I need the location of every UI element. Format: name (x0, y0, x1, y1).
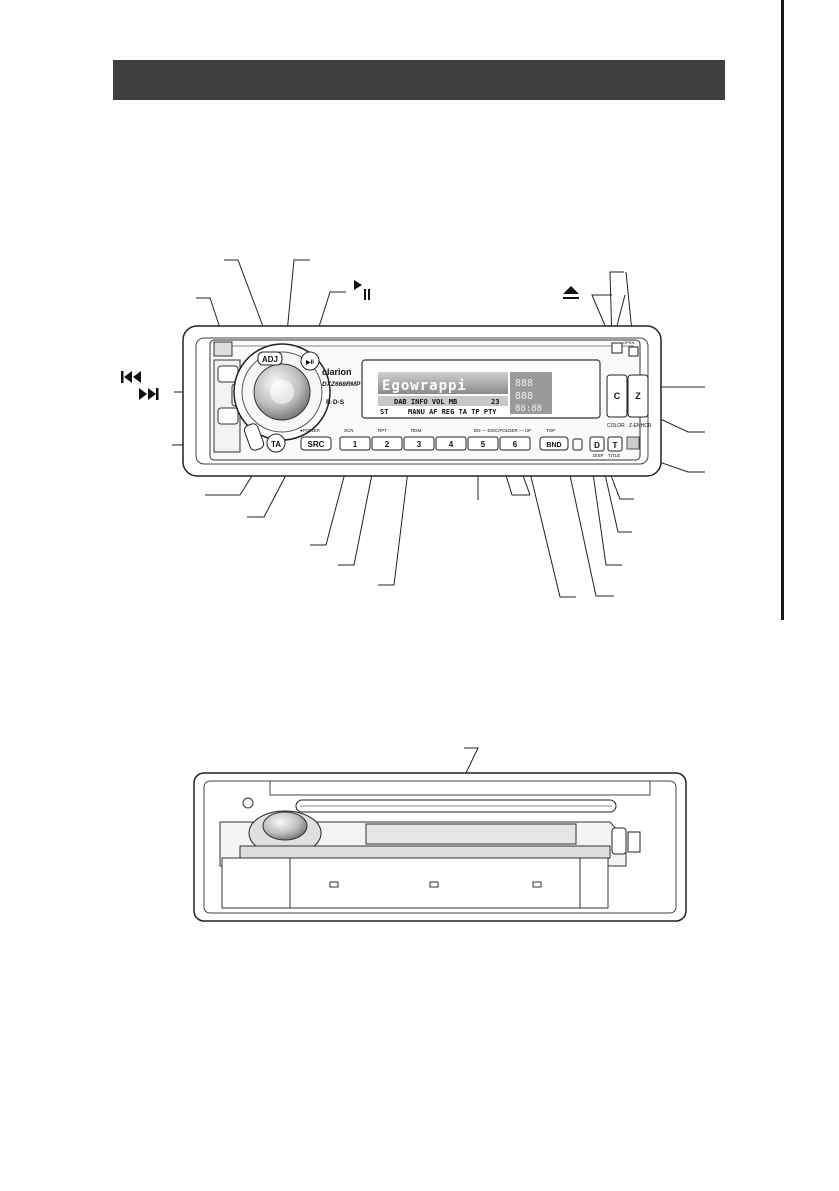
adj-button-label: ADJ (262, 355, 278, 364)
z-button[interactable]: Z (627, 374, 649, 418)
adj-button[interactable]: ADJ (257, 351, 283, 366)
display-row-upper: DAB INFO VOL MB (394, 398, 457, 406)
c-button[interactable]: C (606, 374, 628, 418)
c-button-label: C (614, 391, 621, 401)
preset-3-label: 3 (417, 440, 422, 449)
next-track-icon (139, 388, 159, 400)
preset-button-5[interactable]: 5 (467, 436, 499, 451)
open-unit-illustration (193, 772, 687, 922)
screw-icon (242, 797, 254, 809)
svg-text:88:88: 88:88 (515, 404, 542, 414)
lcd-display: Egowrappi 888 888 88:88 DAB INFO VOL MB … (361, 359, 601, 419)
disc-folder-caption: DN — DISC/FOLDER — UP (474, 428, 531, 433)
d-button[interactable]: D (589, 436, 605, 452)
display-row-lower-left: ST (380, 408, 388, 416)
eject-icon (563, 286, 579, 299)
scn-caption: SCN (344, 428, 354, 433)
preset-button-4[interactable]: 4 (435, 436, 467, 451)
t-button-label: T (613, 441, 618, 450)
brand-logo: clarion (322, 367, 352, 377)
z-enhancer-caption: Z-ENHCR (629, 423, 652, 429)
section-header-bar (113, 60, 725, 100)
release-button[interactable] (572, 438, 583, 451)
bnd-button[interactable]: BND (539, 436, 569, 451)
display-row-upper-number: 23 (491, 398, 499, 406)
volume-knob[interactable] (233, 343, 331, 441)
title-caption: TITLE (608, 453, 620, 458)
ta-button[interactable]: TA (266, 433, 286, 453)
src-button[interactable]: SRC (300, 436, 332, 451)
preset-6-label: 6 (513, 440, 518, 449)
power-caption: ●POWER (300, 428, 320, 433)
preset-4-label: 4 (449, 440, 454, 449)
display-title-text: Egowrappi (382, 378, 467, 394)
preset-button-6[interactable]: 6 (499, 436, 531, 451)
ta-button-label: TA (271, 440, 281, 449)
model-label: DXZ668RMP (322, 381, 361, 388)
preset-button-1[interactable]: 1 (339, 436, 371, 451)
open-caption: OPEN (623, 340, 634, 345)
color-caption: COLOR (607, 423, 625, 429)
stop-button[interactable] (611, 342, 623, 354)
play-pause-button-label: ▶II (305, 359, 314, 366)
rdm-caption: RDM (411, 428, 421, 433)
preset-2-label: 2 (385, 440, 390, 449)
page-edge-bar (781, 0, 784, 620)
preset-button-2[interactable]: 2 (371, 436, 403, 451)
preset-buttons: 1 2 3 4 5 6 (339, 436, 531, 451)
rpt-caption: RPT (378, 428, 387, 433)
display-caption: DISP (593, 453, 604, 458)
src-button-label: SRC (308, 440, 325, 449)
svg-text:888: 888 (515, 391, 533, 402)
play-pause-button[interactable]: ▶II (300, 351, 320, 371)
svg-text:888: 888 (515, 378, 533, 389)
t-button[interactable]: T (607, 436, 623, 452)
amb-button[interactable] (243, 422, 265, 451)
open-button[interactable] (628, 346, 639, 357)
z-button-label: Z (635, 391, 641, 401)
preset-5-label: 5 (481, 440, 486, 449)
d-button-label: D (594, 441, 600, 450)
preset-1-label: 1 (353, 440, 358, 449)
prev-track-icon (121, 371, 141, 383)
top-caption: TOP (546, 428, 555, 433)
button-down[interactable] (217, 407, 239, 425)
display-row-lower: MANU AF REG TA TP PTY (408, 408, 497, 416)
play-pause-icon (354, 280, 370, 300)
disc-logo (626, 436, 640, 450)
bnd-button-label: BND (546, 442, 561, 449)
preset-button-3[interactable]: 3 (403, 436, 435, 451)
rds-logo: R·D·S (326, 399, 345, 406)
